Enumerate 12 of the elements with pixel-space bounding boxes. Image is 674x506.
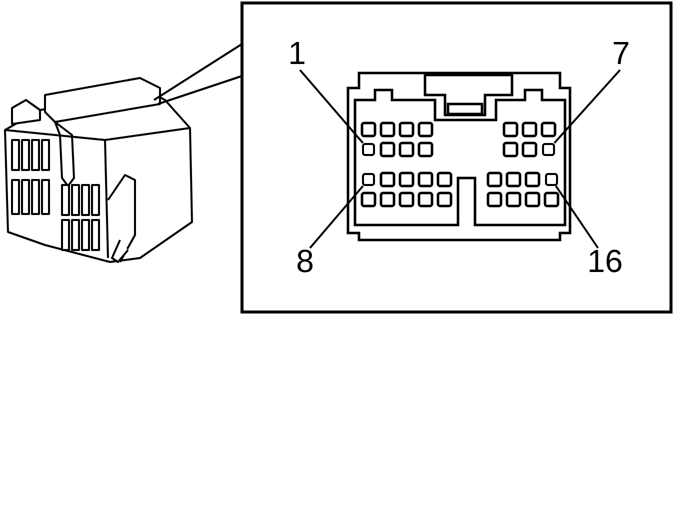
pin-cavity (545, 173, 558, 186)
pin-cavity (362, 143, 375, 156)
callout-number: 7 (610, 36, 632, 70)
pin-cavity (542, 143, 555, 156)
leader-line (309, 185, 364, 249)
callout-number: 16 (585, 244, 625, 278)
leader-line (299, 69, 364, 144)
callout-number: 8 (294, 244, 316, 278)
callout-number: 1 (286, 36, 308, 70)
leader-line (555, 185, 599, 249)
leader-line (554, 69, 621, 144)
pin-cavity (362, 173, 375, 186)
